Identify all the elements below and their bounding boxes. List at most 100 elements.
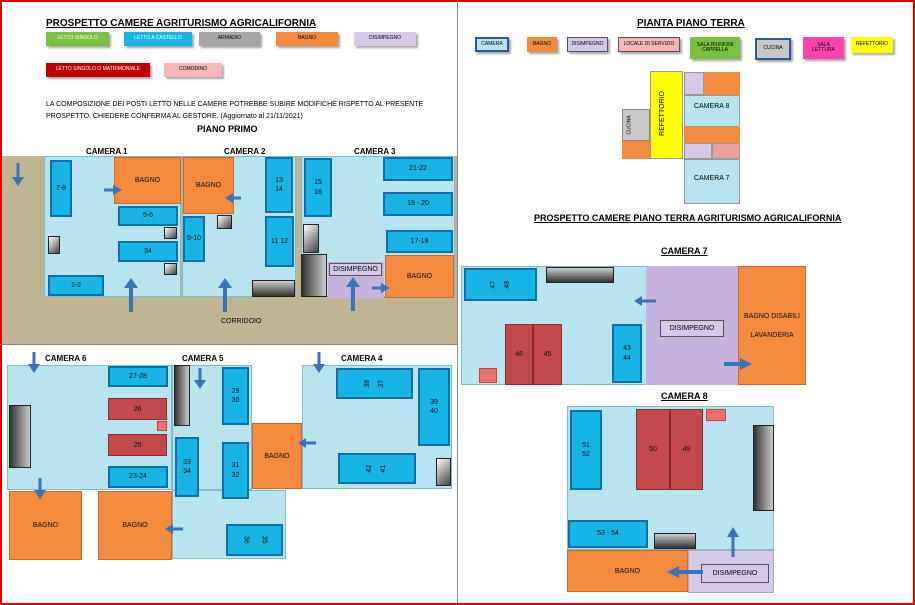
legend-terra-locale: LOCALE DI SERVIZIO — [618, 37, 680, 52]
prospetto-terra-title: PROSPETTO CAMERE PIANO TERRA AGRITURISMO… — [534, 213, 842, 223]
legend-sala-riunioni-b: CAPPELLA — [702, 47, 728, 53]
legend-terra-refettorio: REFETTORIO — [851, 37, 893, 53]
wardrobe-c6 — [9, 405, 31, 468]
bed-50: 50 — [636, 409, 670, 490]
nightstand-c6 — [157, 421, 167, 431]
wardrobe-c8-b — [654, 533, 696, 549]
nightstand-c4 — [436, 458, 451, 486]
bed-42-label: 42 — [366, 464, 374, 473]
bed-5-6: 5-6 — [118, 206, 178, 226]
bed-15-label: 15 — [314, 179, 322, 187]
legend-terra-camera: CAMERA — [475, 37, 509, 52]
wardrobe-c3 — [301, 254, 327, 297]
bed-49: 49 — [670, 409, 703, 490]
arrow-c7-door — [634, 296, 656, 306]
plan-camera-8 — [684, 95, 740, 127]
bed-39-label: 39 — [430, 398, 438, 406]
plan-locale-servizio — [712, 143, 740, 159]
legend-letto-castello: LETTO A CASTELLO — [124, 32, 192, 46]
bed-23-24: 23-24 — [108, 466, 168, 488]
arrow-entry-left — [12, 163, 24, 186]
arrow-c7-bagno — [724, 358, 752, 370]
bed-41-42: 42 41 — [338, 453, 416, 484]
bed-16-label: 16 — [314, 188, 322, 196]
bed-41-label: 41 — [380, 464, 388, 473]
note-line-1: LA COMPOSIZIONE DEI POSTI LETTO NELLE CA… — [46, 101, 424, 108]
bed-11-12: 11 12 — [265, 216, 294, 267]
disimpegno-c8-label: DISIMPEGNO — [701, 564, 769, 583]
bed-13-label: 13 — [275, 176, 283, 184]
plan-disimpegno-top — [684, 72, 704, 95]
arrow-c2-bagno — [225, 193, 241, 203]
bed-26: 26 — [108, 398, 167, 420]
camera-3-label: CAMERA 3 — [354, 147, 396, 156]
disimpegno-c7-label: DISIMPEGNO — [660, 320, 724, 337]
pianta-title: PIANTA PIANO TERRA — [637, 18, 745, 29]
plan-refettorio — [650, 71, 683, 159]
bed-9-10: 9-10 — [183, 216, 205, 262]
legend-terra-bagno: BAGNO — [527, 37, 557, 52]
camera-2-label: CAMERA 2 — [224, 147, 266, 156]
bagno-camera-1: BAGNO — [114, 157, 181, 204]
bed-21-22: 21-22 — [383, 157, 453, 181]
bed-44-label: 44 — [623, 354, 631, 362]
bed-32-label: 32 — [231, 471, 240, 479]
bed-33-label: 33 — [183, 458, 191, 466]
bed-37-label: 37 — [377, 379, 385, 388]
corridor-left-bar — [2, 156, 44, 310]
plan-bagno-a — [622, 141, 650, 159]
legend-terra-disimpegno: DISIMPEGNO — [567, 37, 608, 52]
plan-camera-7 — [684, 159, 740, 204]
plan-disimpegno-mid — [684, 143, 712, 159]
bagno-disabili-label: BAGNO DISABILI — [743, 312, 801, 320]
bed-37-38: 38 37 — [336, 368, 413, 399]
center-divider — [457, 0, 458, 603]
bed-40-label: 40 — [430, 408, 438, 415]
bed-31-label: 31 — [231, 462, 240, 470]
plan-bagno-mid — [684, 127, 740, 143]
plan-refettorio-label: REFETTORIO — [658, 91, 666, 136]
camera-6-label: CAMERA 6 — [45, 354, 87, 363]
legend-terra-cucina: CUCINA — [755, 38, 791, 60]
bed-34-label: 34 — [183, 468, 191, 475]
legend-bagno: BAGNO — [276, 32, 338, 46]
camera-4-label: CAMERA 4 — [341, 354, 383, 363]
bed-19-20: 19 - 20 — [383, 192, 453, 216]
bed-17-18: 17-18 — [386, 230, 453, 253]
corridoio-label: CORRIDOIO — [221, 318, 262, 325]
bed-38-label: 38 — [363, 379, 371, 388]
nightstand-c7 — [479, 368, 497, 383]
legend-sala-lettura-a: SALA — [817, 41, 830, 48]
plan-camera-8-label: CAMERA 8 — [694, 103, 730, 110]
bed-27-28: 27-28 — [108, 366, 168, 387]
arrow-c6-entry — [28, 352, 40, 373]
nightstand-c3 — [303, 224, 319, 253]
arrow-c8-door — [727, 527, 739, 557]
camera-5-label: CAMERA 5 — [182, 354, 224, 363]
nightstand-c8 — [706, 409, 726, 421]
bagno-camera-6: BAGNO — [9, 491, 82, 560]
legend-sala-lettura-b: LETTURA — [812, 47, 835, 53]
bed-3-4: 34 — [118, 241, 178, 262]
arrow-c1-door — [124, 278, 138, 312]
bed-1-2: 1-2 — [48, 275, 104, 296]
camera-8-label: CAMERA 8 — [661, 391, 708, 401]
nightstand-c1-c — [164, 263, 177, 275]
bed-36-label: 36 — [242, 536, 250, 544]
bagno-camera-3: BAGNO — [385, 255, 454, 298]
note-line-2: PROSPETTO. CHIEDERE CONFERMA AL GESTORE.… — [46, 113, 303, 120]
plan-bagno-top — [704, 72, 740, 95]
nightstand-c2-a — [217, 215, 232, 229]
legend-comodino: COMODINO — [164, 63, 222, 77]
legend-disimpegno: DISIMPEGNO — [354, 32, 416, 46]
